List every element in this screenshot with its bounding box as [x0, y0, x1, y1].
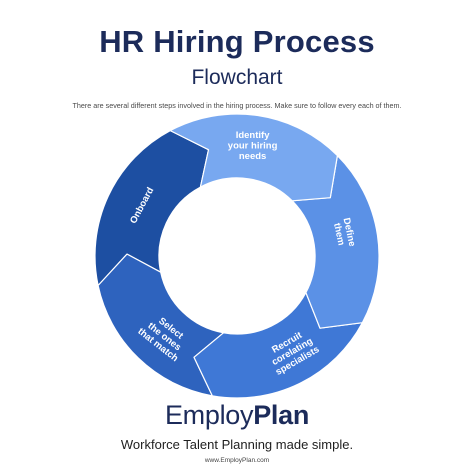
brand-name-bold: Plan: [253, 400, 310, 430]
page-title: HR Hiring Process: [99, 24, 375, 59]
page-subtitle: Flowchart: [191, 66, 283, 89]
cycle-segment-4: [97, 253, 225, 397]
cycle-segment-3: [193, 292, 363, 399]
cycle-segment-2: [291, 155, 380, 329]
step-label-2: Definethem: [330, 217, 357, 250]
brand-name-regular: Employ: [164, 400, 254, 430]
brand-logo: EmployPlan: [0, 400, 474, 431]
brand-tagline: Workforce Talent Planning made simple.: [120, 437, 354, 452]
cycle-segment-1: [169, 113, 338, 202]
cycle-segment-5: [94, 130, 210, 287]
intro-text: There are several different steps involv…: [72, 101, 402, 110]
website-url: www.EmployPlan.com: [204, 457, 270, 464]
